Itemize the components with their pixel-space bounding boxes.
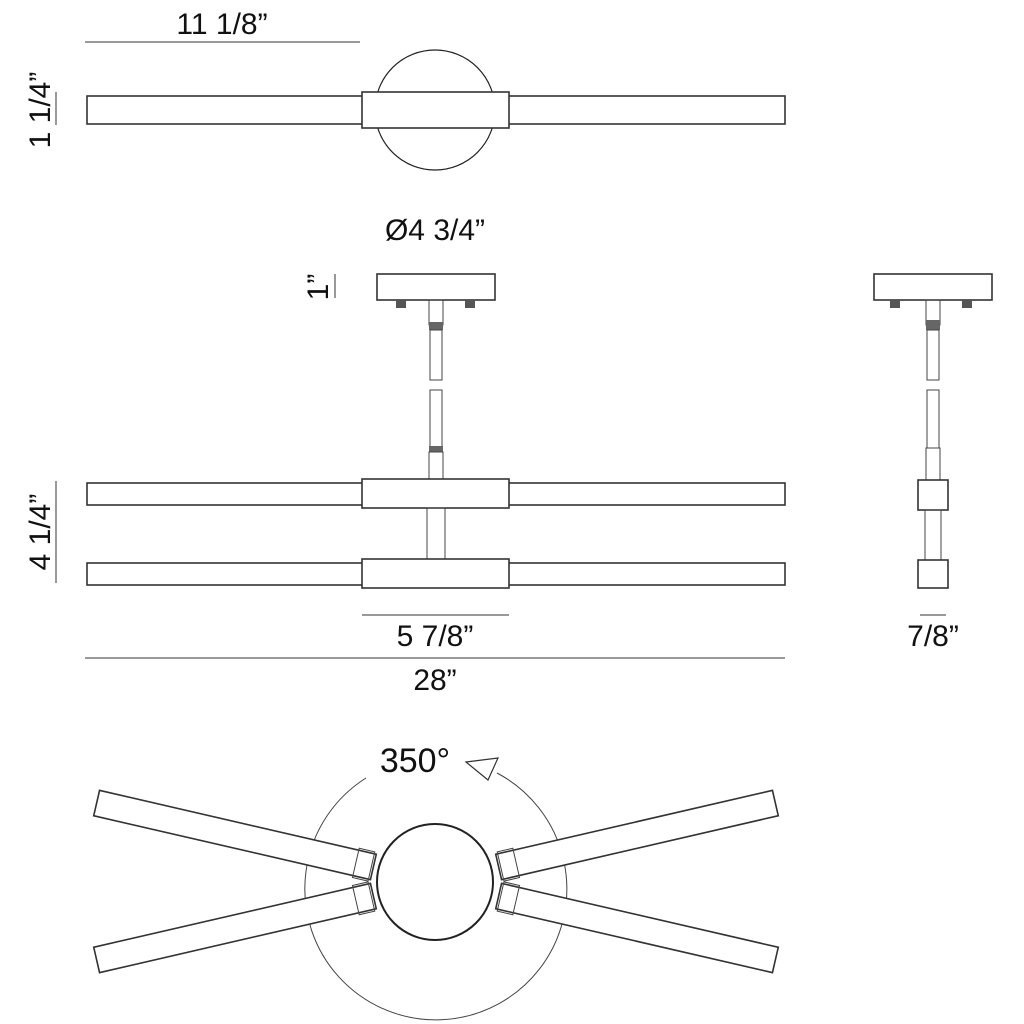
side-canopy: [873, 273, 993, 301]
canopy-diameter-label: Ø4 3/4”: [385, 214, 485, 247]
stem-thread: [429, 322, 443, 330]
side-stem-lower: [926, 389, 940, 449]
rotation-label: 350°: [380, 742, 450, 780]
side-stem-bottom-coupler: [925, 447, 941, 481]
lower-center-block: [361, 558, 510, 589]
stem-coupler: [428, 299, 444, 326]
side-stem-upper: [926, 329, 940, 381]
side-canopy-screw-left: [890, 300, 900, 308]
canopy-height-label: 1”: [302, 274, 335, 301]
side-stem-thread: [926, 320, 940, 330]
top-view: 11 1/8” 1 1/4”: [24, 8, 786, 171]
canopy-screw-right: [465, 300, 475, 308]
arm-lower-right: [494, 881, 780, 974]
depth-label: 7/8”: [907, 620, 959, 653]
side-spacer: [924, 509, 942, 561]
side-lower-bar: [917, 559, 949, 589]
side-canopy-screw-right: [962, 300, 972, 308]
rotation-view: 350°: [92, 742, 780, 1021]
arm-length-label: 11 1/8”: [176, 8, 267, 41]
arm-upper-right: [494, 789, 780, 882]
center-width-label: 5 7/8”: [397, 620, 474, 653]
arm-upper-left: [92, 789, 378, 882]
stem-bottom-coupler: [428, 451, 444, 481]
center-spacer: [426, 507, 446, 564]
overall-width-label: 28”: [413, 664, 456, 697]
top-center-block: [361, 91, 510, 129]
front-view: Ø4 3/4” 1” 4 1/4” 5 7/8” 28”: [24, 214, 786, 697]
stem-lower: [429, 389, 443, 449]
upper-center-block: [361, 478, 510, 509]
canopy-screw-left: [396, 300, 406, 308]
side-upper-bar: [917, 479, 949, 511]
arm-lower-left: [92, 881, 378, 974]
rotation-arrow-icon: [464, 757, 499, 781]
stem-upper: [429, 329, 443, 381]
bar-height-label: 1 1/4”: [24, 72, 57, 149]
canopy: [376, 273, 496, 301]
center-hub: [376, 823, 494, 941]
side-view: 7/8”: [873, 273, 993, 653]
fixture-height-label: 4 1/4”: [24, 494, 57, 571]
stem-thread-lower: [429, 446, 443, 452]
